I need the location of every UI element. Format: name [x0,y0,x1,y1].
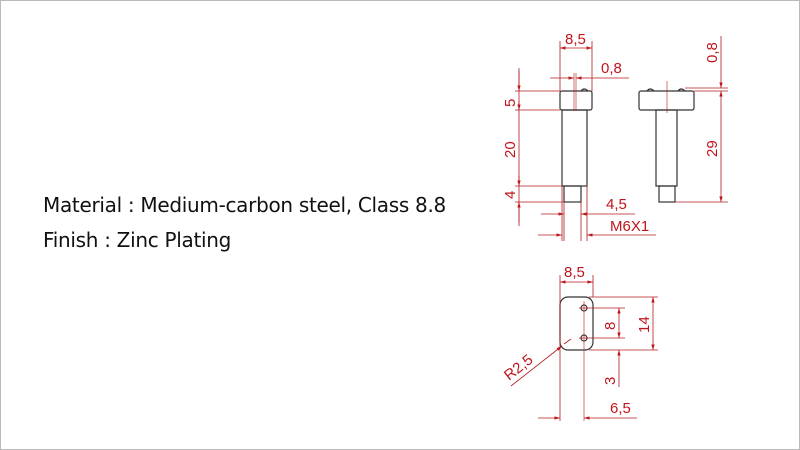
dim-thread-spec: M6X1 [610,218,649,235]
thread-outline [658,185,676,203]
shank-outline [655,109,678,187]
dim-hole-offset-side: 6,5 [610,400,631,417]
dim-hole-spacing: 8 [602,322,619,330]
dim-head-width: 8,5 [565,31,586,48]
dim-corner-radius: R2,5 [501,351,536,384]
dim-thread-length: 4 [502,191,519,199]
dim-thread-diameter: 4,5 [606,196,627,213]
dim-height: 14 [636,316,653,333]
finish-spec: Finish : Zinc Plating [43,228,232,252]
dim-head-height: 5 [502,99,519,107]
head-outline [559,296,594,351]
dim-bump-offset: 0,8 [601,60,622,77]
bottom-view: 8,5 8 3 14 6,5 R2,5 [501,264,658,421]
shank-outline [561,109,588,187]
head-outline [638,90,695,111]
dim-width: 8,5 [564,264,585,281]
side-view-1: 8,5 0,8 5 20 4 4,5 [502,31,656,241]
bump-outline [580,88,589,92]
side-view-2: 0,8 29 [638,36,728,203]
bump-outline [646,88,686,92]
material-spec: Material : Medium-carbon steel, Class 8.… [43,193,446,217]
dim-total-height: 29 [704,140,721,157]
dim-hole-offset-bottom: 3 [602,377,619,385]
dim-bump-height: 0,8 [704,42,721,63]
thread-outline [563,185,582,203]
dim-shank-length: 20 [502,141,519,158]
